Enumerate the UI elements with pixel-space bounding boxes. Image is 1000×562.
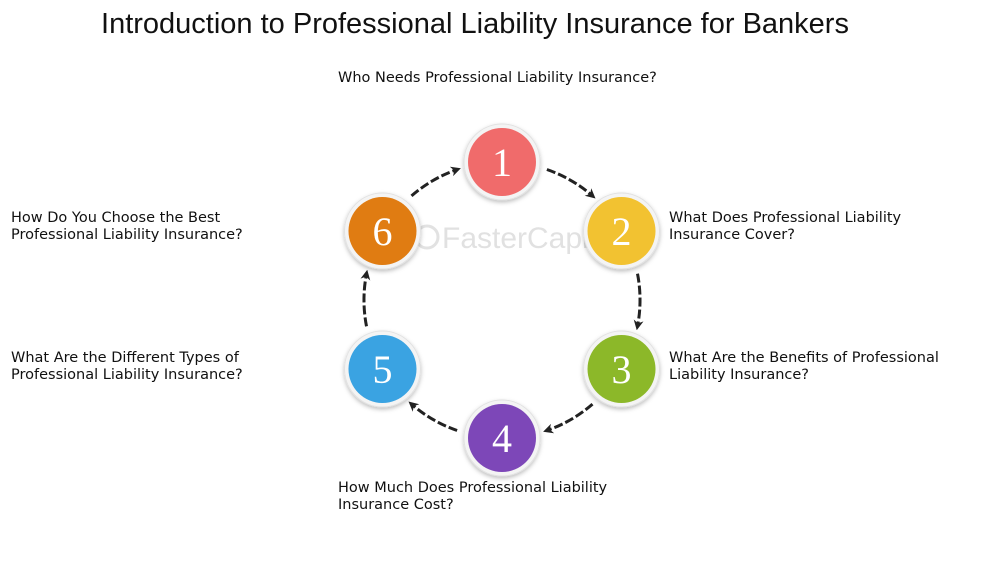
node-6-number: 6 bbox=[372, 209, 392, 254]
node-2-circle bbox=[587, 197, 656, 265]
cycle-node-6: 6 bbox=[343, 192, 421, 270]
arrow-4-to-5 bbox=[408, 401, 458, 432]
node-1-circle bbox=[468, 128, 536, 196]
node-1-label: Who Needs Professional Liability Insuran… bbox=[338, 70, 657, 86]
arrow-2-to-3 bbox=[633, 273, 644, 331]
cycle-node-1: 1 bbox=[463, 123, 541, 201]
cycle-node-3: 3 bbox=[583, 330, 661, 408]
node-5-number: 5 bbox=[372, 347, 392, 392]
page-title: Introduction to Professional Liability I… bbox=[101, 8, 849, 40]
node-3-number: 3 bbox=[612, 347, 632, 392]
node-5-circle bbox=[348, 335, 417, 403]
node-4-label: How Much Does Professional Liability Ins… bbox=[338, 480, 608, 513]
node-6-label: How Do You Choose the Best Professional … bbox=[11, 210, 243, 243]
node-4-circle bbox=[468, 404, 536, 472]
arrow-3-to-4 bbox=[543, 402, 594, 434]
cycle-node-2: 2 bbox=[583, 192, 661, 270]
node-6-circle bbox=[348, 197, 417, 265]
node-2-number: 2 bbox=[612, 209, 632, 254]
node-3-label: What Are the Benefits of Professional Li… bbox=[669, 350, 939, 383]
node-2-label: What Does Professional Liability Insuran… bbox=[669, 210, 902, 243]
node-1-number: 1 bbox=[492, 140, 512, 185]
arrow-5-to-6 bbox=[360, 269, 371, 327]
arrow-6-to-1 bbox=[410, 166, 461, 198]
node-4-number: 4 bbox=[492, 416, 512, 461]
node-3-circle bbox=[587, 335, 656, 403]
cycle-node-4: 4 bbox=[463, 399, 541, 477]
cycle-arrows bbox=[360, 166, 644, 434]
arrow-1-to-2 bbox=[546, 168, 596, 199]
cycle-nodes: 1 2 3 4 5 6 bbox=[343, 123, 661, 477]
node-5-label: What Are the Different Types of Professi… bbox=[11, 350, 243, 383]
cycle-node-5: 5 bbox=[343, 330, 421, 408]
